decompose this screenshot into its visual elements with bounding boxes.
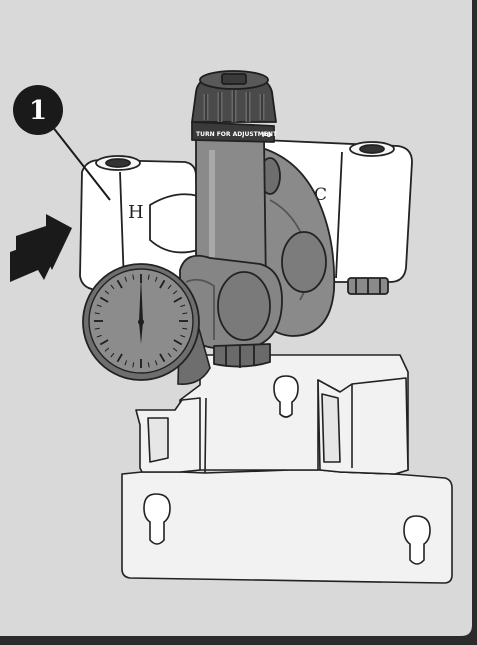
keyhole-slot-top xyxy=(273,375,299,418)
callout-number: 1 xyxy=(29,96,47,126)
gauge-tick xyxy=(132,362,135,368)
gauge-tick xyxy=(172,290,178,295)
adjustment-band-suffix: PU xyxy=(262,132,271,139)
gauge-tick xyxy=(159,279,166,289)
gauge-tick xyxy=(116,353,123,363)
callout-leader-line xyxy=(51,125,111,201)
gauge-tick xyxy=(147,362,150,368)
gauge-tick xyxy=(104,290,110,295)
gauge-tick xyxy=(124,360,128,366)
gauge-tick xyxy=(96,334,102,338)
gauge-tick xyxy=(173,339,183,346)
gauge-tick xyxy=(167,284,172,290)
callout-1: 1 xyxy=(13,85,111,201)
gauge-tick xyxy=(132,274,135,280)
gauge-tick xyxy=(167,352,172,358)
gauge-tick xyxy=(182,327,188,330)
gauge-tick xyxy=(173,296,183,303)
callout-badge xyxy=(13,85,63,135)
double-chevron-arrow-icon xyxy=(10,214,72,282)
mixing-valve-body xyxy=(179,121,336,368)
gauge-tick xyxy=(110,284,115,290)
hot-label: H xyxy=(128,202,144,223)
keyhole-slot-left xyxy=(143,493,171,545)
gauge-tick xyxy=(94,327,100,330)
keyhole-slots xyxy=(143,375,431,565)
gauge-tick xyxy=(94,312,100,315)
adjustment-cap xyxy=(191,70,277,123)
gauge-tick xyxy=(147,274,150,280)
gauge-tick xyxy=(104,347,110,352)
gauge-tick xyxy=(159,353,166,363)
gauge-tick xyxy=(96,304,102,308)
temperature-gauge xyxy=(82,263,211,385)
gauge-tick xyxy=(99,339,109,346)
gauge-ticks xyxy=(94,274,188,368)
gauge-tick xyxy=(99,296,109,303)
gauge-tick xyxy=(180,304,186,308)
gauge-tick xyxy=(116,279,123,289)
adjustment-band-text: TURN FOR ADJUSTMENT xyxy=(196,131,278,138)
hot-inlet-housing xyxy=(79,155,201,291)
mounting-bracket xyxy=(121,354,453,584)
gauge-tick xyxy=(124,276,128,282)
gauge-tick xyxy=(154,360,158,366)
gauge-tick xyxy=(172,347,178,352)
gauge-tick xyxy=(182,312,188,315)
gauge-tick xyxy=(154,276,158,282)
gauge-needle xyxy=(139,276,143,344)
gauge-pivot xyxy=(138,319,144,325)
gauge-tick xyxy=(180,334,186,338)
gauge-tick xyxy=(110,352,115,358)
keyhole-slot-right xyxy=(403,515,431,565)
